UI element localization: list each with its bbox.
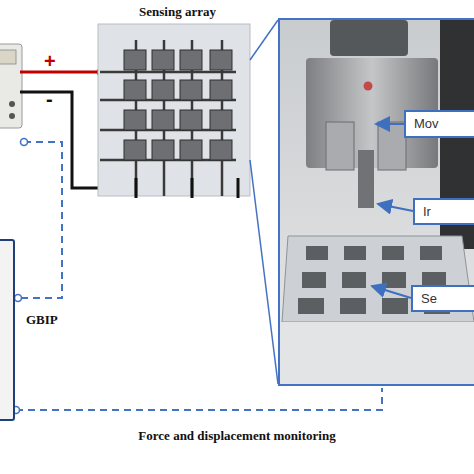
callout-text: Se	[421, 291, 474, 306]
zoom-line	[250, 20, 278, 60]
instrument-name: GBIP	[26, 312, 58, 328]
gbip-device	[0, 240, 14, 420]
leader-arrow	[372, 286, 411, 298]
signal-line	[16, 388, 382, 410]
instrument-box: GBIP	[0, 238, 80, 422]
polarity-sign: +	[44, 50, 56, 73]
positive-wire	[20, 71, 100, 74]
array-panel: Sensing array	[95, 2, 260, 207]
leader-arrow	[376, 123, 404, 125]
polarity-sign: -	[46, 88, 53, 111]
leader-arrow	[378, 204, 413, 211]
sensing-array-photo	[98, 24, 250, 198]
callout-text: Mov	[414, 116, 474, 131]
callout-text: Ir	[423, 204, 474, 219]
callout-box: Se	[411, 285, 474, 312]
panel-heading: Sensing array	[95, 4, 260, 20]
callout-box: Ir	[413, 198, 474, 225]
power-supply	[0, 44, 22, 128]
callout-box: Mov	[404, 110, 474, 138]
line-end	[21, 139, 28, 146]
zoom-line	[250, 160, 278, 384]
bottom-caption: Force and displacement monitoring	[0, 428, 474, 444]
line-end	[15, 295, 22, 302]
signal-line	[18, 142, 62, 298]
